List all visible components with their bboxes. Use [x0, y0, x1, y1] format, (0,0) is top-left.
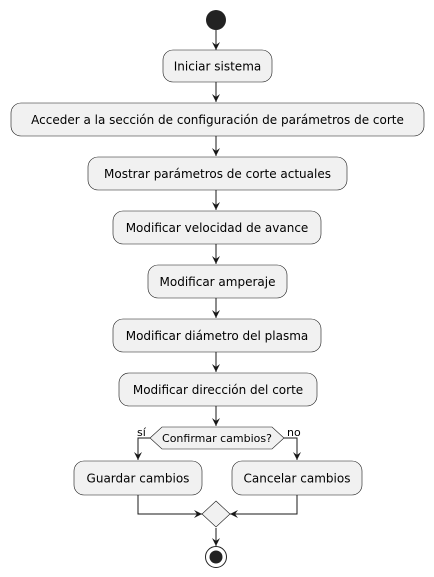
step-label: Modificar velocidad de avance [126, 221, 309, 235]
decision-node: Confirmar cambios? sí no [137, 426, 301, 450]
action-label: Guardar cambios [87, 472, 190, 486]
end-node [205, 546, 227, 568]
step-label: Modificar diámetro del plasma [126, 329, 309, 343]
step-modificar-velocidad: Modificar velocidad de avance [112, 210, 322, 245]
yes-label: sí [137, 426, 147, 439]
step-label: Modificar dirección del corte [133, 383, 303, 397]
merge-node [201, 500, 231, 528]
action-guardar-cambios: Guardar cambios [73, 460, 203, 496]
action-cancelar-cambios: Cancelar cambios [231, 460, 363, 496]
action-label: Cancelar cambios [244, 472, 351, 486]
step-iniciar-sistema: Iniciar sistema [162, 49, 273, 83]
step-modificar-direccion: Modificar dirección del corte [118, 372, 318, 407]
no-label: no [287, 426, 301, 439]
start-node [206, 10, 226, 30]
step-mostrar-parametros: Mostrar parámetros de corte actuales [87, 156, 348, 191]
step-modificar-amperaje: Modificar amperaje [147, 264, 288, 299]
step-label: Acceder a la sección de configuración de… [31, 113, 404, 127]
edges [134, 30, 301, 546]
step-label: Mostrar parámetros de corte actuales [104, 167, 331, 181]
step-acceder-configuracion: Acceder a la sección de configuración de… [10, 102, 425, 137]
step-label: Iniciar sistema [174, 60, 261, 74]
step-modificar-diametro: Modificar diámetro del plasma [112, 318, 322, 353]
step-label: Modificar amperaje [160, 275, 276, 289]
decision-question: Confirmar cambios? [162, 432, 272, 445]
